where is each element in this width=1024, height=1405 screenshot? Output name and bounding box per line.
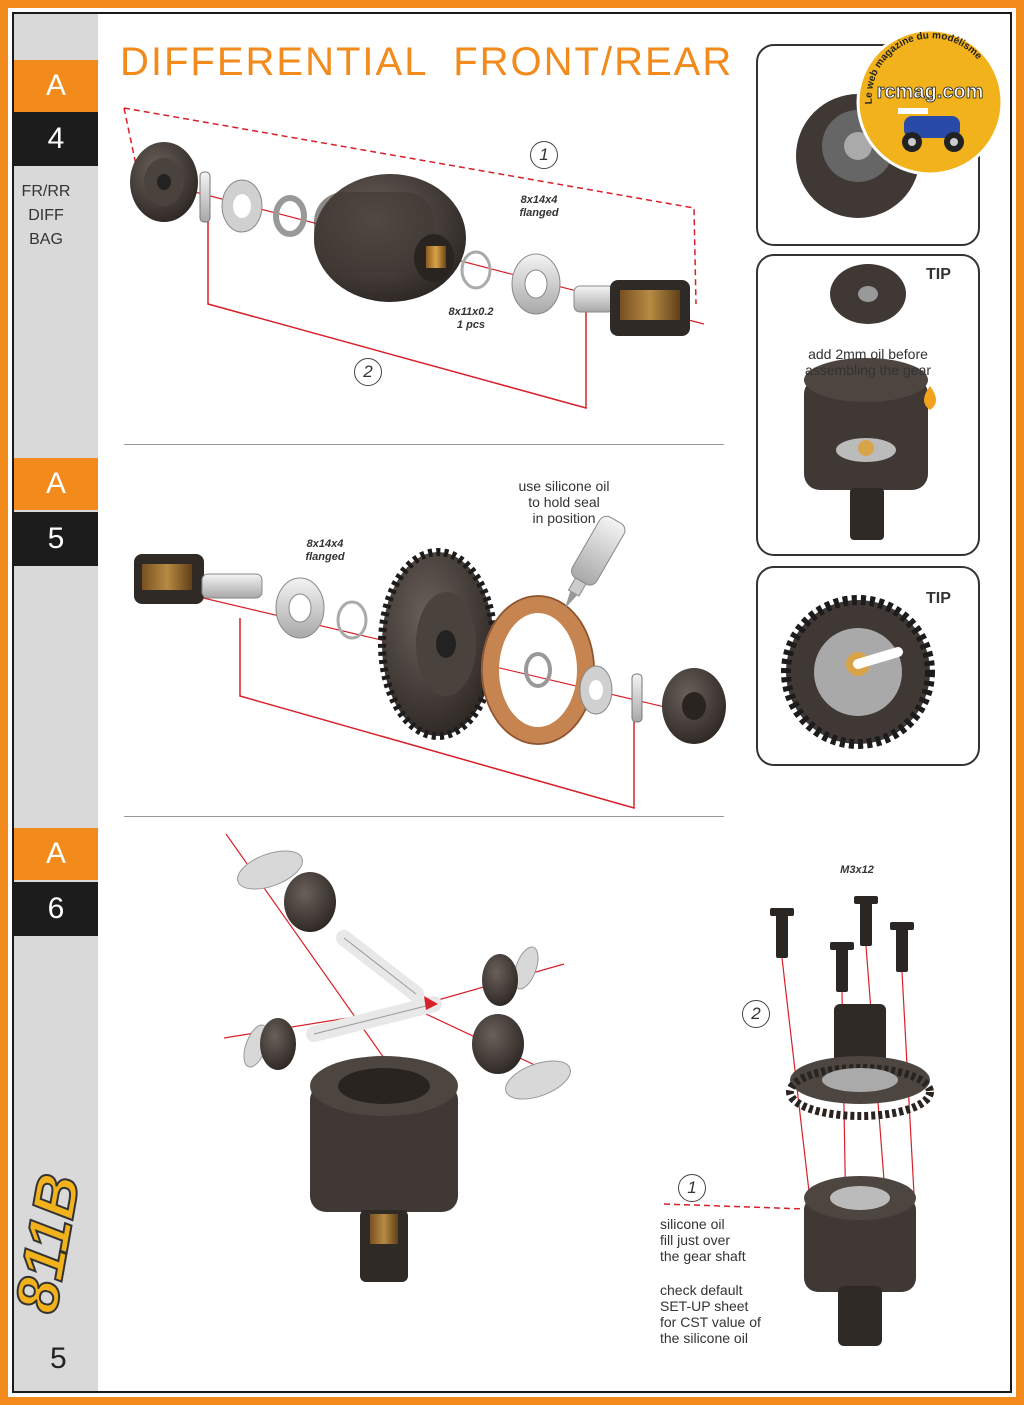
divider-a4-a5 <box>124 444 724 445</box>
a6-oil-note-line3: the gear shaft <box>660 1248 746 1264</box>
a6-oil-note-line2: fill just over <box>660 1232 731 1248</box>
step-a4-diagram <box>123 107 705 409</box>
photo-box-diff-case <box>756 44 980 246</box>
bag-label-line3: BAG <box>29 231 63 248</box>
bag-label-line2: DIFF <box>28 207 64 224</box>
step-a4-number: 4 <box>14 112 98 166</box>
a6-callout-1: 1 <box>678 1174 706 1202</box>
tip1-illustration <box>804 264 936 540</box>
tip2-title: TIP <box>926 590 951 607</box>
a6-setup-note-line4: the silicone oil <box>660 1330 748 1346</box>
a4-shim-size: 8x11x0.2 <box>448 306 494 318</box>
a6-screw-label: M3x12 <box>840 864 874 876</box>
a4-shim-qty: 1 pcs <box>456 319 486 331</box>
a4-bearing-size: 8x14x4 <box>520 194 558 206</box>
bag-label-line1: FR/RR <box>21 183 71 200</box>
tip1-text: add 2mm oil before assembling the gear <box>758 346 978 378</box>
diff-case-open <box>310 1056 458 1282</box>
tip2-illustration <box>781 595 935 749</box>
a6-callout-2: 2 <box>742 1000 770 1028</box>
a5-bearing-label: 8x14x4 flanged <box>290 538 360 564</box>
a4-callout-2: 2 <box>354 358 382 386</box>
a4-callout-1: 1 <box>530 141 558 169</box>
tip1-text-line2: assembling the gear <box>804 362 932 378</box>
tip1-title: TIP <box>926 266 951 283</box>
a4-bearing-type: flanged <box>519 207 559 219</box>
step-a6-exploded-diagram <box>223 833 571 1282</box>
step-a5-number: 5 <box>14 512 98 566</box>
page-title: DIFFERENTIAL FRONT/REAR <box>120 40 734 84</box>
a6-setup-note-line2: SET-UP sheet <box>660 1298 749 1314</box>
silicone-oil-bottle <box>564 515 626 609</box>
divider-a5-a6 <box>124 816 724 817</box>
step-a5-diagram <box>134 515 726 809</box>
diff-case <box>314 174 466 302</box>
a6-oil-note-line1: silicone oil <box>660 1216 725 1232</box>
a5-oil-note-line2: to hold seal <box>528 494 600 510</box>
a5-bearing-type: flanged <box>305 551 345 563</box>
tip1-text-line1: add 2mm oil before <box>808 346 928 362</box>
a6-setup-note-line3: for CST value of <box>660 1314 761 1330</box>
a5-bearing-size: 8x14x4 <box>306 538 344 550</box>
a6-oil-note: silicone oil fill just over the gear sha… <box>660 1216 800 1264</box>
a6-setup-note-line1: check default <box>660 1282 743 1298</box>
a5-oil-note-line3: in position <box>532 510 596 526</box>
step-a6-number: 6 <box>14 882 98 936</box>
ring-gear <box>378 548 498 740</box>
step-a6-assembled-diagram <box>663 896 934 1346</box>
a4-shim-label: 8x11x0.2 1 pcs <box>436 306 506 332</box>
step-a5-letter: A <box>14 458 98 510</box>
page-inner: A 4 FR/RR DIFF BAG A 5 A 6 811B 5 DIFFER… <box>12 12 1012 1393</box>
a4-bearing-label: 8x14x4 flanged <box>504 194 574 220</box>
a6-setup-note: check default SET-UP sheet for CST value… <box>660 1282 800 1346</box>
page-number: 5 <box>50 1342 67 1375</box>
step-a6-letter: A <box>14 828 98 880</box>
small-bevel-gear <box>130 142 198 222</box>
assembly-illustration <box>123 107 934 1346</box>
diff-gasket <box>481 595 595 745</box>
tip-box-oil: TIP add 2mm oil before assembling the ge… <box>756 254 980 556</box>
photo-diff-case <box>796 94 920 218</box>
a5-oil-note: use silicone oil to hold seal in positio… <box>496 478 632 526</box>
product-logo: 811B <box>14 1168 94 1319</box>
tip-box-gear: TIP <box>756 566 980 766</box>
step-a4-letter: A <box>14 60 98 112</box>
a5-oil-note-line1: use silicone oil <box>518 478 610 494</box>
step-sidebar: A 4 FR/RR DIFF BAG A 5 A 6 811B 5 <box>14 14 98 1391</box>
outdrive-cup <box>573 280 690 336</box>
